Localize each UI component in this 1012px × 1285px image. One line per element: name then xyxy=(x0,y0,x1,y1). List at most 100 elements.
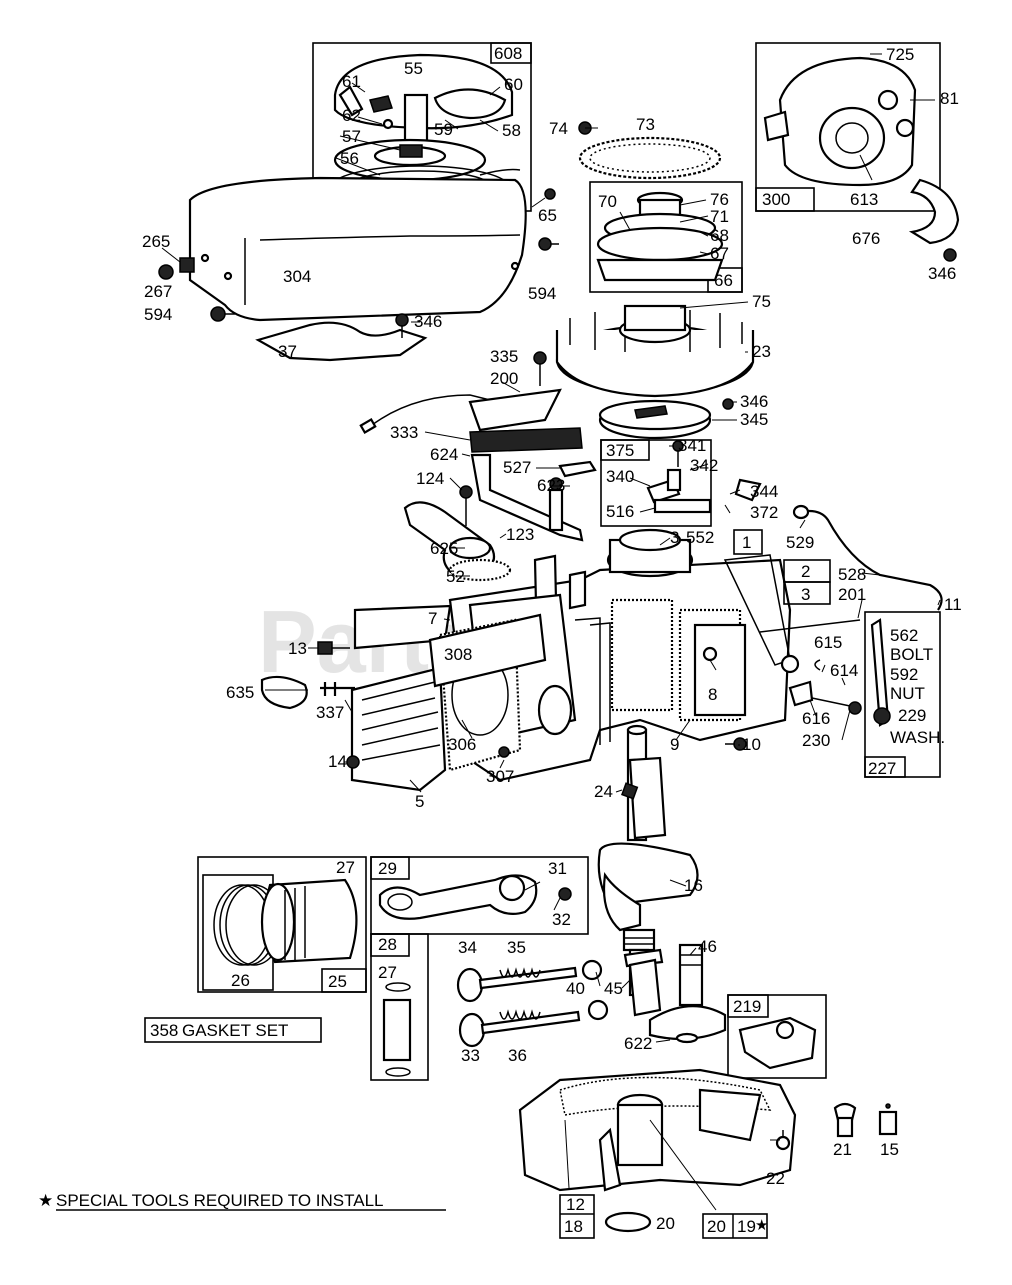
callout-59: 59 xyxy=(434,120,453,139)
callout-35: 35 xyxy=(507,938,526,957)
callout-265: 265 xyxy=(142,232,170,251)
drain-plugs xyxy=(833,1102,898,1138)
callout-46: 46 xyxy=(698,937,717,956)
footer-note: ★ SPECIAL TOOLS REQUIRED TO INSTALL xyxy=(38,1191,446,1211)
callout-16: 16 xyxy=(684,876,703,895)
callout-375: 375 xyxy=(606,441,634,460)
kit-box-20-19 xyxy=(702,1213,768,1239)
footer-text: SPECIAL TOOLS REQUIRED TO INSTALL xyxy=(56,1191,384,1210)
callout-635: 635 xyxy=(226,683,254,702)
cylinder-head xyxy=(260,604,747,792)
callout-23: 23 xyxy=(752,342,771,361)
callout-37: 37 xyxy=(278,342,297,361)
callout-71: 71 xyxy=(710,207,729,226)
callout-624: 624 xyxy=(430,445,458,464)
blower-housing xyxy=(188,176,527,322)
kit-box-12-18 xyxy=(559,1194,595,1239)
callout-345: 345 xyxy=(740,410,768,429)
crankshaft xyxy=(597,724,699,997)
piston-assembly xyxy=(197,856,367,993)
callout-labels: 608 55 61 60 62 59 58 57 56 65 304 265 2… xyxy=(142,44,962,1236)
callout-622: 622 xyxy=(624,1034,652,1053)
muffler-assembly xyxy=(755,42,960,262)
callout-20-box: 20 xyxy=(707,1217,726,1236)
callout-227: 227 xyxy=(868,759,896,778)
callout-62: 62 xyxy=(342,106,361,125)
callout-55: 55 xyxy=(404,59,423,78)
callout-68: 68 xyxy=(710,226,729,245)
gasket-set-note: 358 GASKET SET xyxy=(144,1017,322,1043)
callout-335: 335 xyxy=(490,347,518,366)
callout-27-pin: 27 xyxy=(378,963,397,982)
callout-74: 74 xyxy=(549,119,568,138)
callout-123: 123 xyxy=(506,525,534,544)
callout-341: 341 xyxy=(678,436,706,455)
gasket-set-label: GASKET SET xyxy=(182,1021,288,1040)
callout-29: 29 xyxy=(378,859,397,878)
callout-527: 527 xyxy=(503,458,531,477)
callout-615: 615 xyxy=(814,633,842,652)
bolt-number: 562 xyxy=(890,626,918,645)
callout-337: 337 xyxy=(316,703,344,722)
callout-304: 304 xyxy=(283,267,311,286)
callout-613: 613 xyxy=(850,190,878,209)
piston-pin-kit xyxy=(370,933,429,1081)
callout-76: 76 xyxy=(710,190,729,209)
callout-15: 15 xyxy=(880,1140,899,1159)
flywheel xyxy=(555,304,755,440)
air-guide-part xyxy=(255,321,428,362)
hardware-notes: 562 BOLT 592 NUT 229 WASH. xyxy=(890,626,945,747)
callout-9: 9 xyxy=(670,735,679,754)
callout-36: 36 xyxy=(508,1046,527,1065)
callout-2: 2 xyxy=(801,562,810,581)
callout-31: 31 xyxy=(548,859,567,878)
callout-3: 3 xyxy=(801,585,810,604)
callout-200: 200 xyxy=(490,369,518,388)
callout-27-piston: 27 xyxy=(336,858,355,877)
kit-box-300 xyxy=(755,42,941,212)
intake-elbow xyxy=(403,485,512,582)
bolt-group-left xyxy=(158,188,559,338)
valves xyxy=(456,959,609,1048)
kit-box-219 xyxy=(727,994,827,1079)
callout-20-seal: 20 xyxy=(656,1214,675,1233)
callout-57: 57 xyxy=(342,127,361,146)
nut-label: NUT xyxy=(890,684,925,703)
callout-8: 8 xyxy=(708,685,717,704)
bolt-label: BOLT xyxy=(890,645,933,664)
callout-616: 616 xyxy=(802,709,830,728)
callout-230: 230 xyxy=(802,731,830,750)
callout-58: 58 xyxy=(502,121,521,140)
washer-number: 229 xyxy=(898,706,926,725)
callout-594-left: 594 xyxy=(144,305,172,324)
callout-73: 73 xyxy=(636,115,655,134)
callout-21: 21 xyxy=(833,1140,852,1159)
callout-300: 300 xyxy=(762,190,790,209)
callout-614: 614 xyxy=(830,661,858,680)
callout-14: 14 xyxy=(328,752,347,771)
kit-box-375 xyxy=(600,439,712,527)
callout-342: 342 xyxy=(690,456,718,475)
callout-124: 124 xyxy=(416,469,444,488)
nut-number: 592 xyxy=(890,665,918,684)
engine-base xyxy=(518,1068,797,1233)
callout-40: 40 xyxy=(566,979,585,998)
callout-340: 340 xyxy=(606,467,634,486)
callout-11: 11 xyxy=(944,595,962,614)
callout-529: 529 xyxy=(786,533,814,552)
callout-267: 267 xyxy=(144,282,172,301)
callout-725: 725 xyxy=(886,45,914,64)
callout-32: 32 xyxy=(552,910,571,929)
callout-219: 219 xyxy=(733,997,761,1016)
callout-52: 52 xyxy=(446,567,465,586)
callout-10: 10 xyxy=(742,735,761,754)
callout-65: 65 xyxy=(538,206,557,225)
callout-333: 333 xyxy=(390,423,418,442)
callout-372: 372 xyxy=(750,503,778,522)
callout-24: 24 xyxy=(594,782,613,801)
callout-7: 7 xyxy=(428,609,437,628)
callout-45: 45 xyxy=(604,979,623,998)
callout-516: 516 xyxy=(606,502,634,521)
footer-star: ★ xyxy=(38,1191,53,1210)
